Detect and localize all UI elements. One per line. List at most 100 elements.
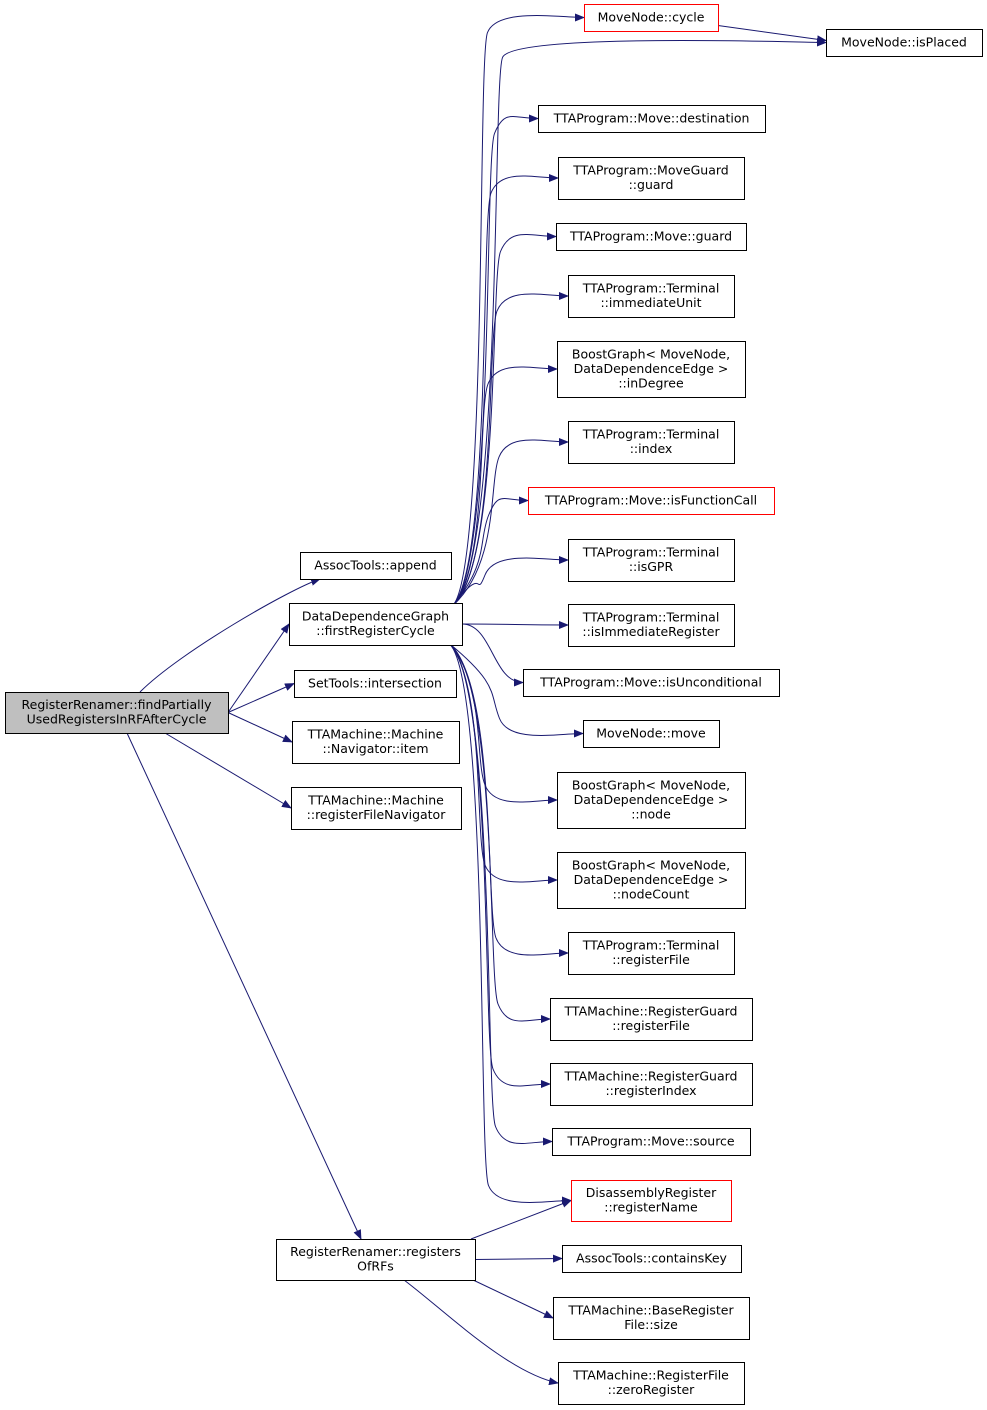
node-t_immunit[interactable]: TTAProgram::Terminal::immediateUnit <box>568 275 735 318</box>
node-rg_regfile[interactable]: TTAMachine::RegisterGuard::registerFile <box>550 998 753 1041</box>
node-bg_node[interactable]: BoostGraph< MoveNode,DataDependenceEdge … <box>557 772 746 829</box>
node-t_isimm[interactable]: TTAProgram::Terminal::isImmediateRegiste… <box>568 604 735 647</box>
node-box <box>556 223 747 251</box>
node-box <box>276 1239 476 1281</box>
node-label-line: AssocTools::append <box>314 557 436 572</box>
edge-ddg_first-to-mv_isfc <box>452 496 529 606</box>
node-t_index[interactable]: TTAProgram::Terminal::index <box>568 421 735 464</box>
node-box <box>5 692 229 734</box>
node-box <box>568 421 735 464</box>
node-mn_isplaced[interactable]: MoveNode::isPlaced <box>826 29 983 57</box>
node-label-line: BoostGraph< MoveNode, <box>572 777 730 792</box>
edge-ddg_first-to-mv_source <box>449 643 553 1146</box>
node-label-line: ::registerFile <box>612 952 690 967</box>
edge-rr_regs-to-dr_regname <box>470 1200 572 1240</box>
node-mv_source[interactable]: TTAProgram::Move::source <box>552 1128 751 1156</box>
node-label-line: TTAMachine::Machine <box>307 727 444 742</box>
node-label-line: ::registerIndex <box>605 1083 696 1098</box>
node-box <box>557 852 746 909</box>
node-label-line: TTAMachine::RegisterFile <box>572 1368 729 1383</box>
node-mg_guard[interactable]: TTAProgram::MoveGuard::guard <box>558 157 745 200</box>
edge-ddg_first-to-bg_indeg <box>452 364 558 606</box>
edge-ddg_first-to-mv_isunc <box>461 623 524 687</box>
node-label-line: RegisterRenamer::findPartially <box>22 697 213 712</box>
node-label-line: TTAMachine::RegisterGuard <box>564 1004 738 1019</box>
node-ddg_first[interactable]: DataDependenceGraph::firstRegisterCycle <box>289 603 463 646</box>
node-mv_isfc[interactable]: TTAProgram::Move::isFunctionCall <box>528 487 775 515</box>
node-box <box>568 604 735 647</box>
node-label-line: ::zeroRegister <box>608 1382 696 1397</box>
node-label-line: ::isImmediateRegister <box>582 624 720 639</box>
edge-ddg_first-to-mn_move <box>449 643 584 738</box>
node-dr_regname[interactable]: DisassemblyRegister::registerName <box>571 1180 732 1222</box>
edges-layer <box>126 13 827 1386</box>
node-label-line: MoveNode::isPlaced <box>841 34 967 49</box>
node-label-line: MoveNode::cycle <box>598 9 705 24</box>
edge-root-to-set_inter <box>227 683 295 713</box>
node-t_isgpr[interactable]: TTAProgram::Terminal::isGPR <box>568 539 735 582</box>
node-label-line: TTAProgram::Move::isFunctionCall <box>544 492 757 507</box>
node-mn_cycle[interactable]: MoveNode::cycle <box>584 4 719 32</box>
node-label-line: TTAProgram::MoveGuard <box>572 163 728 178</box>
edge-ddg_first-to-mn_isplaced <box>453 38 827 606</box>
node-mv_dest[interactable]: TTAProgram::Move::destination <box>538 105 766 133</box>
edge-root-to-rf_nav <box>164 732 292 809</box>
edge-ddg_first-to-t_isgpr <box>452 555 569 606</box>
node-set_inter[interactable]: SetTools::intersection <box>294 670 457 698</box>
node-rg_regindex[interactable]: TTAMachine::RegisterGuard::registerIndex <box>550 1063 753 1106</box>
node-label-line: ::registerName <box>604 1200 698 1215</box>
node-rf_nav[interactable]: TTAMachine::Machine::registerFileNavigat… <box>291 787 462 830</box>
node-label-line: DataDependenceEdge > <box>574 361 729 376</box>
node-box <box>553 1297 750 1340</box>
node-mv_isunc[interactable]: TTAProgram::Move::isUnconditional <box>523 669 780 697</box>
nodes-layer: RegisterRenamer::findPartiallyUsedRegist… <box>5 4 983 1405</box>
node-box <box>568 932 735 975</box>
node-mn_move[interactable]: MoveNode::move <box>583 720 720 748</box>
node-box <box>557 341 746 398</box>
node-assoc_append[interactable]: AssocTools::append <box>300 552 452 580</box>
node-label-line: ::firstRegisterCycle <box>316 623 435 638</box>
edge-ddg_first-to-rg_regfile <box>449 643 551 1024</box>
node-label-line: ::registerFileNavigator <box>307 807 447 822</box>
node-t_regfile[interactable]: TTAProgram::Terminal::registerFile <box>568 932 735 975</box>
node-box <box>292 721 460 764</box>
node-label-line: TTAMachine::BaseRegister <box>567 1303 734 1318</box>
node-label-line: TTAProgram::Move::isUnconditional <box>539 674 762 689</box>
node-label-line: DataDependenceEdge > <box>574 792 729 807</box>
node-label-line: File::size <box>624 1317 678 1332</box>
node-label-line: TTAProgram::Move::destination <box>553 110 750 125</box>
node-label-line: ::guard <box>629 177 674 192</box>
node-label-line: TTAProgram::Move::guard <box>569 228 732 243</box>
node-box <box>294 670 457 698</box>
node-label-line: ::node <box>631 806 671 821</box>
node-mv_guard[interactable]: TTAProgram::Move::guard <box>556 223 747 251</box>
node-label-line: OfRFs <box>357 1259 394 1274</box>
node-box <box>538 105 766 133</box>
node-label-line: ::Navigator::item <box>322 741 428 756</box>
node-root[interactable]: RegisterRenamer::findPartiallyUsedRegist… <box>5 692 229 734</box>
edge-ddg_first-to-t_index <box>453 437 569 606</box>
node-label-line: ::registerFile <box>612 1018 690 1033</box>
node-box <box>528 487 775 515</box>
node-label-line: MoveNode::move <box>596 725 706 740</box>
node-box <box>557 772 746 829</box>
edge-ddg_first-to-mg_guard <box>452 173 559 606</box>
node-bg_indeg[interactable]: BoostGraph< MoveNode,DataDependenceEdge … <box>557 341 746 398</box>
edge-ddg_first-to-mv_dest <box>452 114 539 606</box>
node-label-line: SetTools::intersection <box>308 675 442 690</box>
node-label-line: TTAProgram::Terminal <box>582 427 720 442</box>
node-box <box>584 4 719 32</box>
node-rf_zero[interactable]: TTAMachine::RegisterFile::zeroRegister <box>558 1362 745 1405</box>
node-assoc_contains[interactable]: AssocTools::containsKey <box>562 1245 742 1273</box>
node-label-line: BoostGraph< MoveNode, <box>572 857 730 872</box>
node-label-line: TTAProgram::Terminal <box>582 281 720 296</box>
node-label-line: ::immediateUnit <box>600 295 701 310</box>
node-label-line: TTAProgram::Terminal <box>582 545 720 560</box>
node-bg_nodecount[interactable]: BoostGraph< MoveNode,DataDependenceEdge … <box>557 852 746 909</box>
node-label-line: AssocTools::containsKey <box>576 1250 727 1265</box>
node-nav_item[interactable]: TTAMachine::Machine::Navigator::item <box>292 721 460 764</box>
edge-mn_cycle-to-mn_isplaced <box>717 25 827 44</box>
edge-ddg_first-to-bg_node <box>449 643 558 805</box>
